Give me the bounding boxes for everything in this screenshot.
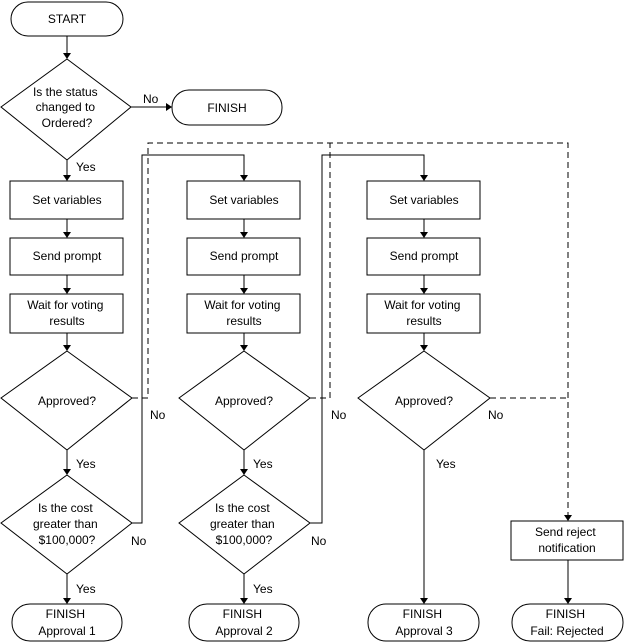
arrowhead	[564, 598, 572, 604]
wait-voting-box-2	[186, 293, 301, 334]
cost-decision-1	[0, 474, 133, 575]
approved-3-yes-label: Yes	[436, 457, 456, 471]
arrowhead	[420, 288, 428, 294]
cost-decision-label-2: Is the cost greater than $100,000?	[210, 501, 278, 547]
finish-top-node	[171, 89, 283, 126]
set-variables-box-3	[366, 180, 481, 220]
send-prompt-box-2	[186, 237, 301, 276]
connectors	[66, 36, 569, 598]
set-variables-box-2	[186, 180, 301, 220]
approved-decision-2	[178, 350, 311, 451]
set-variables-label-1: Set variables	[32, 193, 101, 207]
arrowhead	[564, 515, 572, 521]
approved-decision-label-1: Approved?	[38, 394, 96, 408]
cost-2-yes-label: Yes	[253, 582, 273, 596]
approved-1-yes-label: Yes	[76, 457, 96, 471]
dashed-connectors	[132, 142, 569, 515]
approved-2-no-label: No	[331, 408, 347, 422]
arrowhead	[420, 345, 428, 351]
status-yes-label: Yes	[76, 160, 96, 174]
status-no-label: No	[143, 92, 159, 106]
arrowhead	[240, 469, 248, 475]
arrowhead	[240, 288, 248, 294]
finish-approval-label-1: FINISH Approval 1	[38, 607, 96, 638]
arrowhead	[420, 175, 428, 181]
arrowhead	[240, 598, 248, 604]
arrowhead	[240, 345, 248, 351]
approved-decision-1	[0, 350, 133, 451]
set-variables-box-1	[9, 180, 124, 220]
set-variables-label-2: Set variables	[209, 193, 278, 207]
reject-notification-label: Send reject notification	[535, 525, 599, 555]
finish-approval-2	[188, 603, 300, 642]
approved-decision-label-3: Approved?	[395, 394, 453, 408]
cost-decision-2	[178, 474, 311, 575]
edge-cost2-no	[310, 154, 425, 524]
arrowhead	[63, 469, 71, 475]
finish-approval-label-2: FINISH Approval 2	[215, 607, 273, 638]
arrowhead	[63, 232, 71, 238]
wait-voting-label-1: Wait for voting results	[27, 298, 107, 328]
wait-voting-label-3: Wait for voting results	[384, 298, 464, 328]
approved-3-no-label: No	[488, 408, 504, 422]
edge-cost1-no	[132, 154, 245, 524]
finish-approval-1	[11, 603, 123, 642]
wait-voting-box-1	[9, 293, 124, 334]
finish-approval-label-3: FINISH Approval 3	[395, 607, 453, 638]
send-prompt-label-1: Send prompt	[33, 249, 102, 263]
arrowhead	[63, 288, 71, 294]
start-node	[10, 1, 124, 37]
finish-rejected-node	[511, 603, 624, 642]
finish-approval-3	[367, 603, 480, 642]
cost-2-no-label: No	[311, 534, 327, 548]
arrowhead	[63, 53, 71, 59]
start-label: START	[48, 12, 87, 26]
finish-rejected-label: FINISH Fail: Rejected	[530, 607, 603, 638]
cost-1-no-label: No	[131, 534, 147, 548]
cost-1-yes-label: Yes	[76, 582, 96, 596]
approved-decision-label-2: Approved?	[215, 394, 273, 408]
arrowhead	[240, 232, 248, 238]
arrowheads	[63, 53, 572, 604]
reject-notification-box	[510, 520, 624, 561]
wait-voting-box-3	[366, 293, 481, 334]
send-prompt-box-3	[366, 237, 481, 276]
arrowhead	[63, 175, 71, 181]
arrowhead	[63, 598, 71, 604]
edge-approved1-no	[132, 142, 569, 515]
approved-2-yes-label: Yes	[253, 457, 273, 471]
status-decision-label: Is the status changed to Ordered?	[33, 85, 101, 130]
cost-decision-label-1: Is the cost greater than $100,000?	[33, 501, 101, 547]
approved-decision-3	[357, 350, 491, 451]
arrowhead	[63, 345, 71, 351]
send-prompt-box-1	[9, 237, 124, 276]
set-variables-label-3: Set variables	[389, 193, 458, 207]
finish-top-label: FINISH	[207, 101, 246, 115]
arrowhead	[166, 103, 172, 111]
approved-1-no-label: No	[150, 408, 166, 422]
arrowhead	[240, 175, 248, 181]
edge-approved2-no	[310, 143, 331, 399]
arrowhead	[420, 232, 428, 238]
arrowhead	[420, 598, 428, 604]
send-prompt-label-3: Send prompt	[390, 249, 459, 263]
send-prompt-label-2: Send prompt	[210, 249, 279, 263]
status-decision	[0, 58, 132, 161]
wait-voting-label-2: Wait for voting results	[204, 298, 284, 328]
